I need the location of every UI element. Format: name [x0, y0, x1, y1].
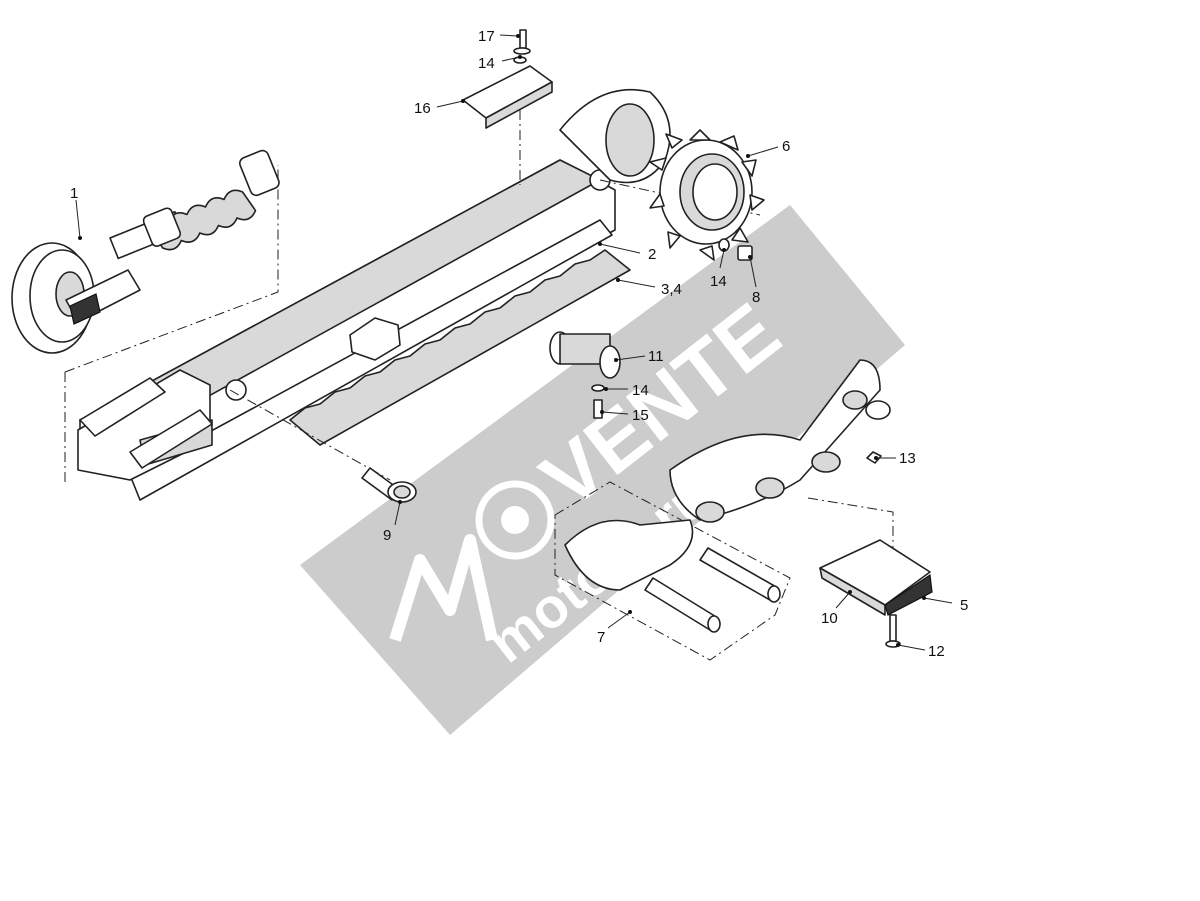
chain-links	[564, 390, 891, 591]
track-shoe-assembly	[807, 451, 933, 648]
callout-6: 6	[782, 138, 790, 155]
callout-15: 15	[632, 407, 649, 424]
callout-labels: 1 2 3,4 5 6 7 8 9 10 11 12 13 14 14 14 1…	[70, 28, 968, 660]
callout-2: 2	[648, 246, 656, 263]
callout-17: 17	[478, 28, 495, 45]
callout-1: 1	[70, 185, 78, 202]
idler-guide-rails	[79, 377, 213, 469]
callout-11: 11	[648, 348, 664, 365]
callout-14-top: 14	[478, 55, 495, 72]
idler-assembly	[11, 149, 280, 482]
frame-mount-plate	[349, 317, 401, 361]
callout-8: 8	[752, 289, 760, 306]
recoil-spring	[142, 149, 280, 251]
callout-5: 5	[960, 597, 968, 614]
track-frame	[77, 88, 761, 501]
callout-7: 7	[597, 629, 605, 646]
swing-bearing-mount	[559, 88, 671, 184]
callout-10: 10	[821, 610, 838, 627]
callout-3-4: 3,4	[661, 281, 682, 298]
leader-lines	[75, 34, 953, 651]
callout-12: 12	[928, 643, 945, 660]
callout-9: 9	[383, 527, 391, 544]
track-chain	[554, 359, 891, 661]
track-roller	[549, 331, 621, 419]
callout-16: 16	[414, 100, 431, 117]
track-pins	[644, 547, 781, 633]
drive-sprocket	[649, 129, 765, 261]
callout-14-roller: 14	[632, 382, 649, 399]
bushing	[361, 467, 417, 503]
track-guard-teeth	[289, 249, 631, 446]
wear-pad-assembly	[462, 29, 553, 129]
callout-13: 13	[899, 450, 916, 467]
sprocket-teeth	[649, 129, 765, 261]
callout-14-sprocket: 14	[710, 273, 727, 290]
watermark-logo-icon	[389, 480, 555, 642]
